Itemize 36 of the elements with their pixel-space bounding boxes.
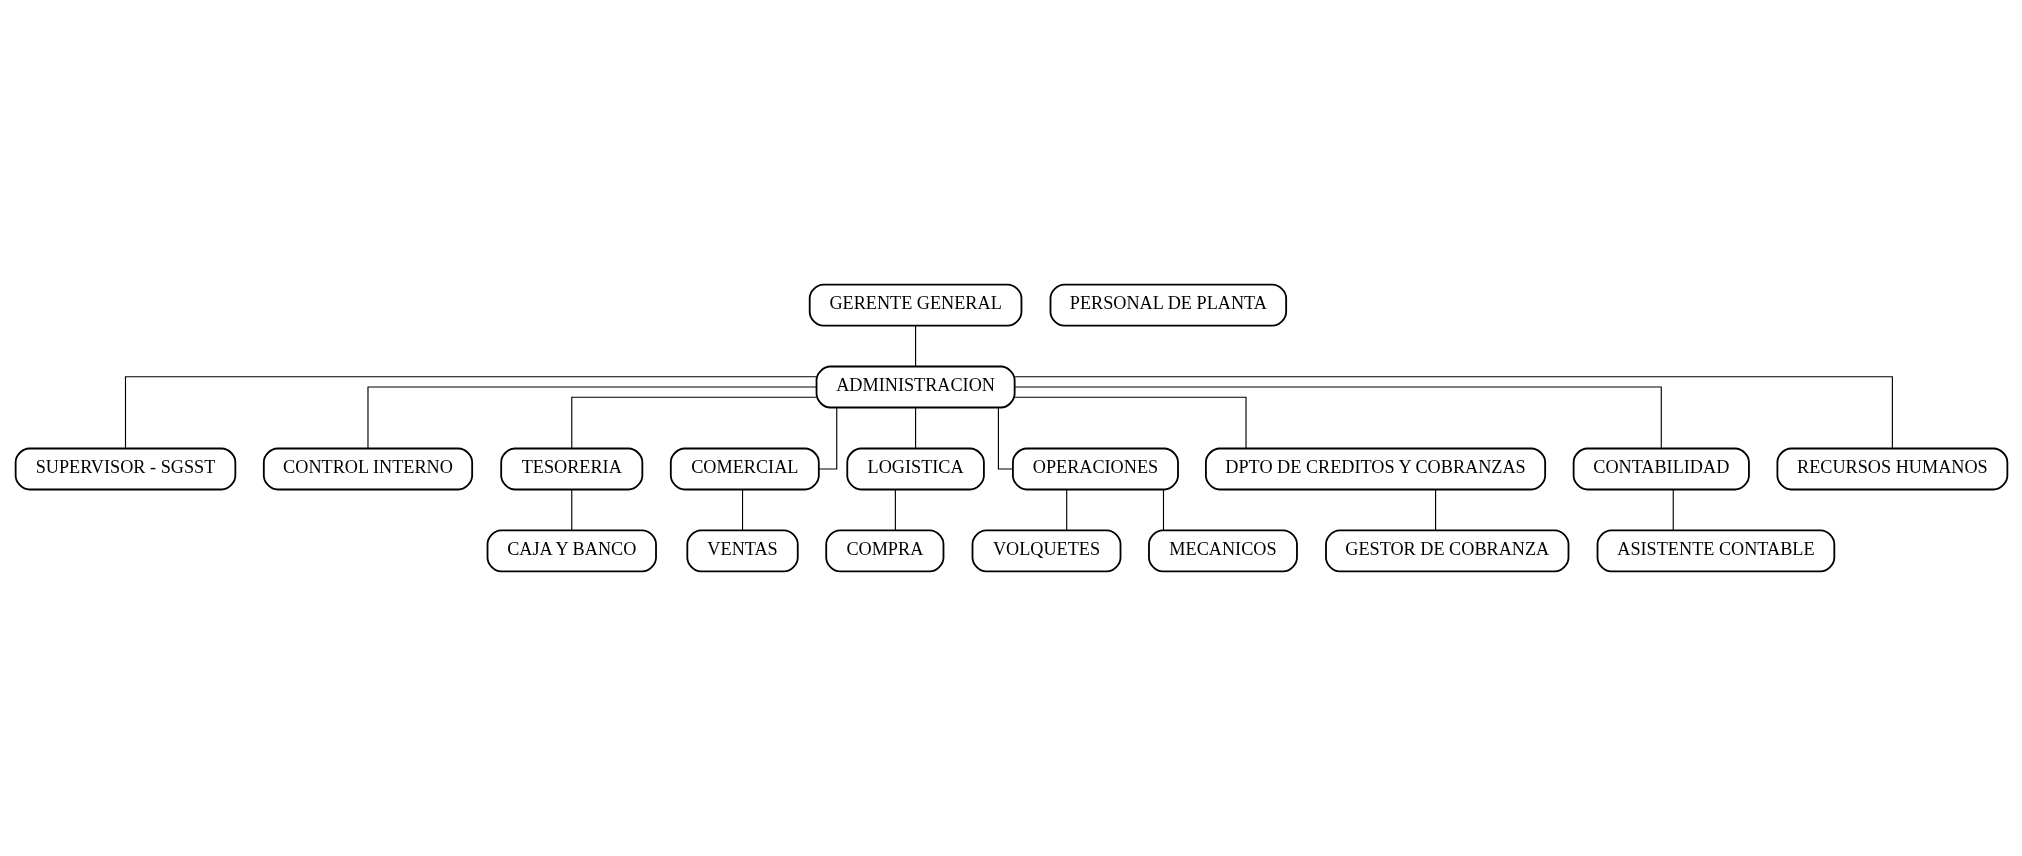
connector [1434, 489, 1436, 531]
node-box: GESTOR DE COBRANZA [1324, 529, 1569, 573]
connector [1672, 489, 1674, 531]
node-box: COMERCIAL [669, 447, 820, 491]
connector [570, 396, 817, 449]
connector [1013, 386, 1662, 449]
connector [124, 376, 817, 449]
node-box: VENTAS [685, 529, 799, 573]
connector [1013, 396, 1247, 449]
connector [1162, 489, 1164, 531]
node-box: PERSONAL DE PLANTA [1049, 283, 1287, 327]
node-box: LOGISTICA [845, 447, 985, 491]
node-box: OPERACIONES [1011, 447, 1179, 491]
connector [817, 407, 837, 470]
connector [914, 407, 916, 449]
connector [914, 325, 916, 367]
node-box: TESORERIA [499, 447, 643, 491]
connector [366, 386, 817, 449]
connector [1014, 376, 1893, 449]
connector [1065, 489, 1067, 531]
node-box: GERENTE GENERAL [808, 283, 1022, 327]
node-box: VOLQUETES [971, 529, 1121, 573]
node-box: ASISTENTE CONTABLE [1596, 529, 1835, 573]
node-box: RECURSOS HUMANOS [1776, 447, 2008, 491]
node-box: COMPRA [824, 529, 944, 573]
connector [741, 489, 743, 531]
node-box: CONTROL INTERNO [262, 447, 473, 491]
connector [894, 489, 896, 531]
connector [570, 489, 572, 531]
node-box: ADMINISTRACION [815, 365, 1016, 409]
node-box: MECANICOS [1147, 529, 1298, 573]
node-box: SUPERVISOR - SGSST [14, 447, 236, 491]
node-box: CAJA Y BANCO [486, 529, 657, 573]
node-box: CONTABILIDAD [1572, 447, 1750, 491]
node-box: DPTO DE CREDITOS Y COBRANZAS [1204, 447, 1546, 491]
connector [997, 407, 1013, 470]
